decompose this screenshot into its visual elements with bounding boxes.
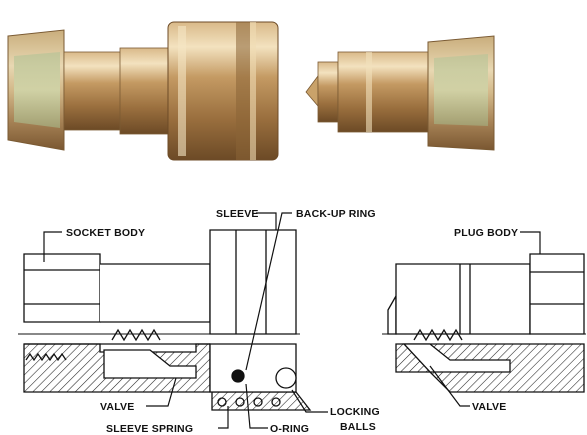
- label-valve-socket: VALVE: [100, 401, 134, 413]
- plug-photo: [305, 35, 495, 151]
- label-sleeve-spring: SLEEVE SPRING: [106, 423, 193, 435]
- socket-drawing: [18, 229, 312, 411]
- plug-drawing: [382, 253, 586, 393]
- label-sleeve: SLEEVE: [216, 208, 259, 220]
- label-plug-body: PLUG BODY: [454, 227, 518, 239]
- leader-lines: [43, 212, 541, 429]
- socket-photo: [7, 21, 279, 161]
- label-back-up-ring: BACK-UP RING: [296, 208, 376, 220]
- label-socket-body: SOCKET BODY: [66, 227, 145, 239]
- label-locking: LOCKING: [330, 406, 380, 418]
- label-o-ring: O-RING: [270, 423, 309, 435]
- label-valve-plug: VALVE: [472, 401, 506, 413]
- label-balls: BALLS: [340, 421, 376, 433]
